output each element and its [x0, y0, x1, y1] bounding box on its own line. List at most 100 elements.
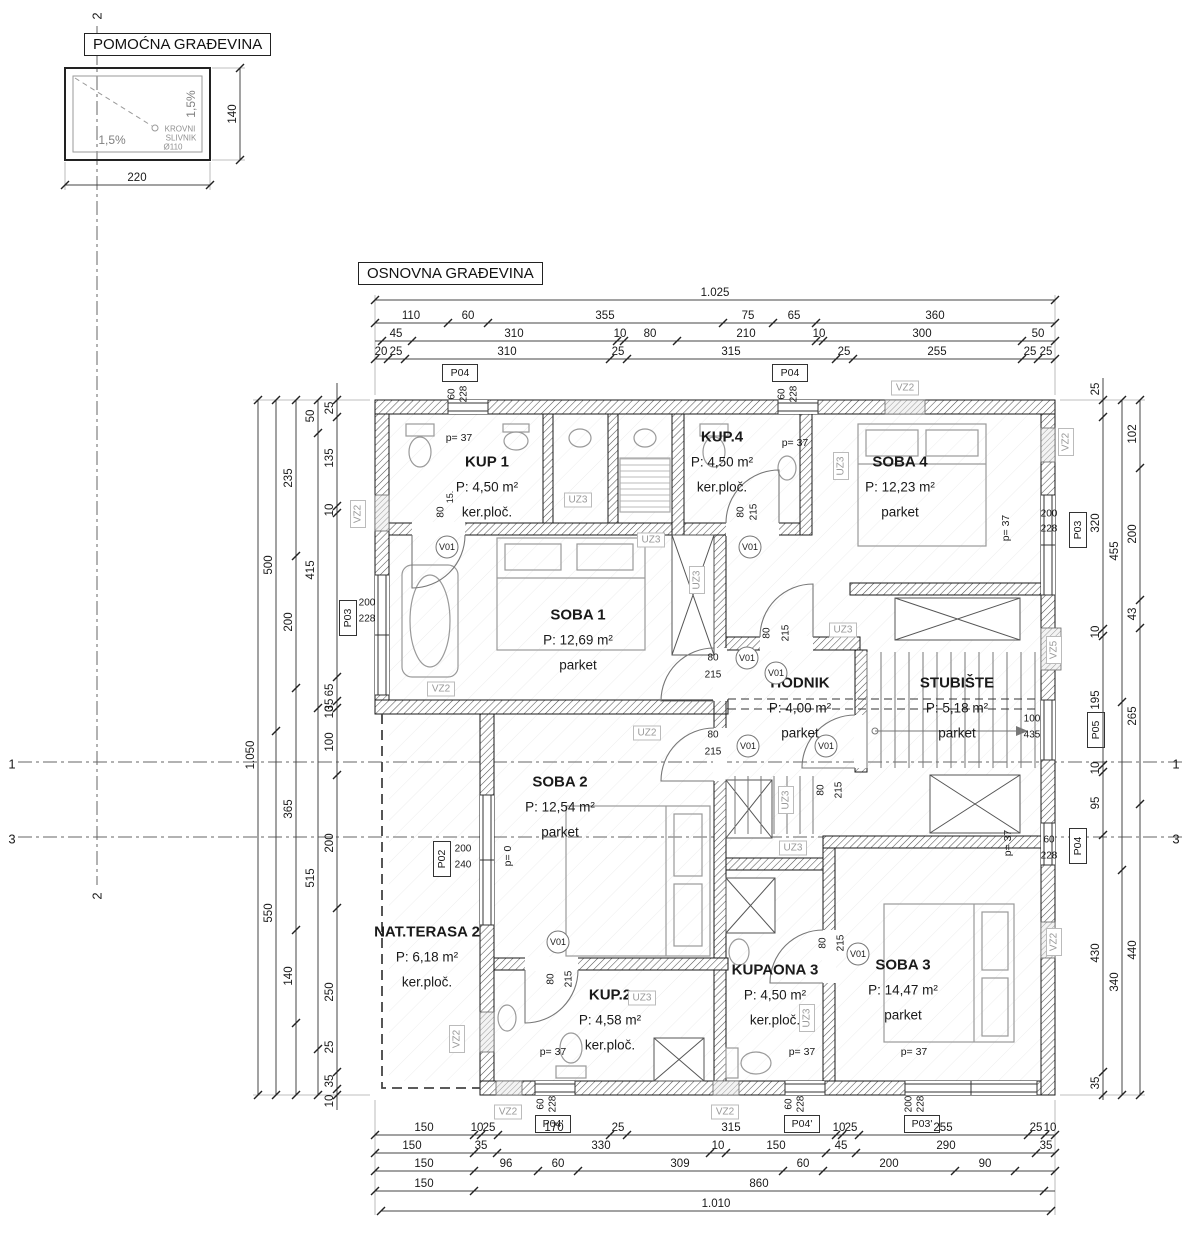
- door-tag-circle: [846, 942, 870, 966]
- annotation-text: 15.: [445, 491, 455, 504]
- dimension-label: 235: [283, 468, 295, 487]
- dimension-label: 45: [390, 328, 403, 340]
- dimension-label: 140: [283, 966, 295, 985]
- door-arc: [769, 929, 824, 984]
- room-area: P: 14,47 m²: [868, 983, 938, 998]
- door-tag: V01: [740, 741, 756, 751]
- badge-text: P04: [451, 367, 470, 379]
- dimension-tick: [831, 1130, 841, 1140]
- opening-badge: [442, 364, 478, 382]
- door-tag: V01: [818, 741, 834, 751]
- annotation-text: VZ2: [452, 1029, 463, 1048]
- bed-soba4: [857, 423, 987, 547]
- dimension-tick: [818, 336, 828, 346]
- dimension-tick: [1050, 1166, 1060, 1176]
- shaft-box: [653, 1037, 705, 1082]
- axis-label-2-top: 2: [90, 12, 105, 19]
- room-floor: ker.ploč.: [697, 480, 747, 495]
- dimension-label: 210: [736, 328, 755, 340]
- label-box: [829, 622, 857, 638]
- dimension-label: 265: [1127, 706, 1139, 725]
- dimension-label: 250: [324, 982, 336, 1001]
- dimension-tick: [1010, 1166, 1020, 1176]
- room-area: P: 4,00 m²: [769, 701, 832, 716]
- dimension-tick: [469, 1148, 479, 1158]
- roof-drain-label: KROVNI: [165, 125, 196, 134]
- dimension-label: 35: [324, 1075, 336, 1088]
- dimension-label: 10: [1090, 762, 1102, 775]
- dimension-label: 60: [797, 1158, 810, 1170]
- dimension-tick: [605, 354, 615, 364]
- dimension-tick: [291, 551, 301, 561]
- dimension-tick: [1098, 830, 1108, 840]
- sink-icon: [777, 455, 797, 481]
- room-area: P: 4,50 m²: [691, 455, 754, 470]
- room-name: KUP 1: [465, 454, 509, 471]
- axis-label-1-right: 1: [1172, 757, 1179, 772]
- dimension-label: 135: [324, 448, 336, 467]
- dimension-tick: [950, 1166, 960, 1176]
- room-name: NAT.TERASA 2: [374, 924, 480, 941]
- axis-label-1-left: 1: [8, 757, 15, 772]
- annotation-text: UZ3: [642, 535, 661, 546]
- sink-icon: [568, 428, 592, 448]
- badge-text: P02: [436, 850, 448, 869]
- dimension-label: 96: [500, 1158, 513, 1170]
- dimension-tick: [370, 354, 380, 364]
- annotation-text: 100: [1024, 714, 1041, 725]
- dimension-tick: [1098, 1090, 1108, 1100]
- dimension-label: 25: [1090, 383, 1102, 396]
- dimension-tick: [1039, 1186, 1049, 1196]
- dimension-tick: [383, 354, 393, 364]
- label-box: [1046, 928, 1062, 956]
- badge-text: P03': [912, 1118, 933, 1130]
- dimension-label: 43: [1127, 608, 1139, 621]
- dimension-label: 860: [749, 1178, 768, 1190]
- badge-text: P04': [792, 1118, 813, 1130]
- dimension-label: 290: [936, 1140, 955, 1152]
- annotation-text: VZ2: [1061, 432, 1072, 451]
- dimension-tick: [672, 336, 682, 346]
- label-box: [833, 452, 849, 480]
- dimension-label: 150: [414, 1158, 433, 1170]
- dimension-label: 60: [462, 310, 475, 322]
- main-building-title: OSNOVNA GRAĐEVINA: [358, 262, 543, 285]
- room-floor: parket: [884, 1008, 922, 1023]
- door-tag-circle: [735, 646, 759, 670]
- annotation-text: UZ3: [569, 495, 588, 506]
- label-box: [689, 566, 705, 594]
- room-area: P: 12,23 m²: [865, 480, 935, 495]
- opening-badge: [535, 1115, 571, 1133]
- opening-badge: [339, 600, 357, 636]
- dimension-label: 255: [927, 346, 946, 358]
- dimension-tick: [332, 672, 342, 682]
- dimension-label: 50: [1032, 328, 1045, 340]
- dimension-tick: [400, 354, 410, 364]
- roof-drain-label: SLIVNIK: [166, 134, 197, 143]
- dimension-tick: [612, 336, 622, 346]
- annotation-text: 60: [447, 388, 458, 400]
- dimension-tick: [313, 395, 323, 405]
- room-floor: parket: [781, 726, 819, 741]
- dimension-tick: [1017, 336, 1027, 346]
- door-tag: V01: [768, 668, 784, 678]
- dimension-tick: [811, 336, 821, 346]
- dimension-label: 355: [595, 310, 614, 322]
- dimension-label: 35: [1090, 1077, 1102, 1090]
- dimension-tick: [1050, 336, 1060, 346]
- dimension-label: 20: [375, 346, 388, 358]
- door-arc: [524, 969, 579, 1024]
- annotation-text: p= 0: [502, 845, 514, 866]
- dimension-tick: [1135, 623, 1145, 633]
- dimension-label: 25: [612, 346, 625, 358]
- dimension-label: 35: [475, 1140, 488, 1152]
- annotation-text: 80: [707, 653, 719, 664]
- dimension-tick: [1135, 395, 1145, 405]
- room-area: P: 4,58 m²: [579, 1013, 642, 1028]
- dimension-label: 550: [263, 903, 275, 922]
- stair-direction-arrow: [1016, 726, 1028, 736]
- dimension-label: 65: [788, 310, 801, 322]
- badge-text: P04: [781, 367, 800, 379]
- annotation-text: 215: [836, 934, 847, 951]
- dimension-label: 140: [227, 104, 239, 123]
